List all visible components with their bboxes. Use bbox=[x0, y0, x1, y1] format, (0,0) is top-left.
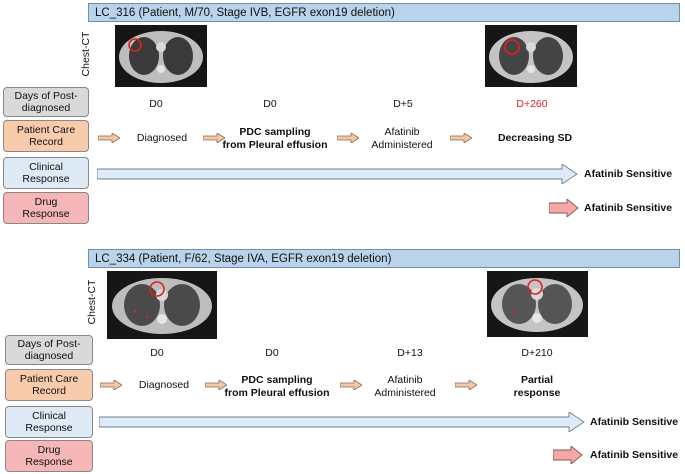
case1-row-days-label: Days of Post-diagnosed bbox=[14, 90, 78, 114]
case2-drug-arrow bbox=[553, 446, 583, 464]
case2-event-diagnosed: Diagnosed bbox=[138, 379, 190, 391]
case2-lesion-circle-1 bbox=[149, 281, 165, 297]
case2-row-clinical-label: Clinical Response bbox=[25, 410, 73, 434]
case2-event-pdc-line1: PDC sampling bbox=[241, 374, 313, 386]
case1-event-afatinib-line1: Afatinib bbox=[384, 126, 420, 138]
case1-event-afatinib-line2: Administered bbox=[371, 139, 433, 151]
case1-row-clinical: Clinical Response bbox=[3, 157, 89, 189]
case1-arrow-4 bbox=[450, 133, 472, 143]
case1-row-days: Days of Post-diagnosed bbox=[3, 87, 89, 117]
case1-clinical-result: Afatinib Sensitive bbox=[584, 168, 673, 180]
case1-day-2: D0 bbox=[263, 98, 277, 110]
case2-row-days-label: Days of Post-diagnosed bbox=[17, 338, 81, 362]
case2-row-drug-label: Drug Response bbox=[25, 444, 73, 468]
case1-drug-result: Afatinib Sensitive bbox=[584, 202, 673, 214]
case1-ct-label: Chest-CT bbox=[80, 31, 92, 77]
case2-clinical-arrow bbox=[99, 412, 585, 432]
case2-row-clinical: Clinical Response bbox=[5, 406, 93, 438]
case1-header: LC_316 (Patient, M/70, Stage IVB, EGFR e… bbox=[88, 3, 680, 22]
case2-row-days: Days of Post-diagnosed bbox=[5, 335, 93, 365]
case2-day-2: D0 bbox=[265, 347, 279, 359]
case2-day-4: D+210 bbox=[521, 347, 553, 359]
case1-row-care-label: Patient Care Record bbox=[16, 124, 76, 148]
case1-drug-arrow bbox=[549, 199, 579, 217]
case2-lesion-circle-2 bbox=[527, 279, 543, 295]
case2-ct-label: Chest-CT bbox=[86, 279, 98, 325]
case2-drug-result: Afatinib Sensitive bbox=[590, 449, 679, 461]
case2-row-care: Patient Care Record bbox=[5, 369, 93, 401]
case1-event-diagnosed: Diagnosed bbox=[136, 132, 188, 144]
case2-event-pdc-line2: from Pleural effusion bbox=[224, 387, 330, 399]
case2-ct-image-d0 bbox=[107, 271, 217, 339]
case2-arrow-3 bbox=[340, 380, 362, 390]
case2-ct-image-d210 bbox=[487, 271, 588, 337]
case2-arrow-1 bbox=[100, 380, 122, 390]
case1-clinical-arrow bbox=[97, 164, 578, 184]
case1-day-1: D0 bbox=[149, 98, 163, 110]
case1-row-clinical-label: Clinical Response bbox=[22, 161, 70, 185]
case1-row-drug-label: Drug Response bbox=[22, 196, 70, 220]
case1-event-pdc-line1: PDC sampling bbox=[239, 126, 311, 138]
case1-arrow-1 bbox=[98, 133, 120, 143]
case1-event-pdc-line2: from Pleural effusion bbox=[222, 139, 328, 151]
case1-arrow-3 bbox=[337, 133, 359, 143]
case2-row-care-label: Patient Care Record bbox=[19, 373, 79, 397]
case1-row-care: Patient Care Record bbox=[3, 120, 89, 152]
case2-event-result-line1: Partial bbox=[520, 374, 554, 386]
case1-ct-image-d260 bbox=[485, 25, 577, 87]
case1-lesion-circle-2 bbox=[504, 39, 520, 55]
case2-arrow-4 bbox=[455, 380, 477, 390]
case2-day-3: D+13 bbox=[397, 347, 423, 359]
case2-clinical-result: Afatinib Sensitive bbox=[590, 416, 679, 428]
case1-ct-image-d0 bbox=[115, 25, 207, 87]
case1-arrow-2 bbox=[203, 133, 225, 143]
case1-event-result: Decreasing SD bbox=[497, 132, 573, 144]
case2-header: LC_334 (Patient, F/62, Stage IVA, EGFR e… bbox=[88, 249, 680, 268]
case1-day-4: D+260 bbox=[516, 98, 548, 110]
case2-event-afatinib-line1: Afatinib bbox=[387, 374, 423, 386]
case1-lesion-circle-1 bbox=[128, 38, 142, 52]
case1-row-drug: Drug Response bbox=[3, 192, 89, 224]
case1-day-3: D+5 bbox=[393, 98, 413, 110]
case2-day-1: D0 bbox=[150, 347, 164, 359]
case2-arrow-2 bbox=[205, 380, 227, 390]
case2-event-result-line2: response bbox=[513, 387, 561, 399]
case2-event-afatinib-line2: Administered bbox=[374, 387, 436, 399]
case2-row-drug: Drug Response bbox=[5, 440, 93, 472]
